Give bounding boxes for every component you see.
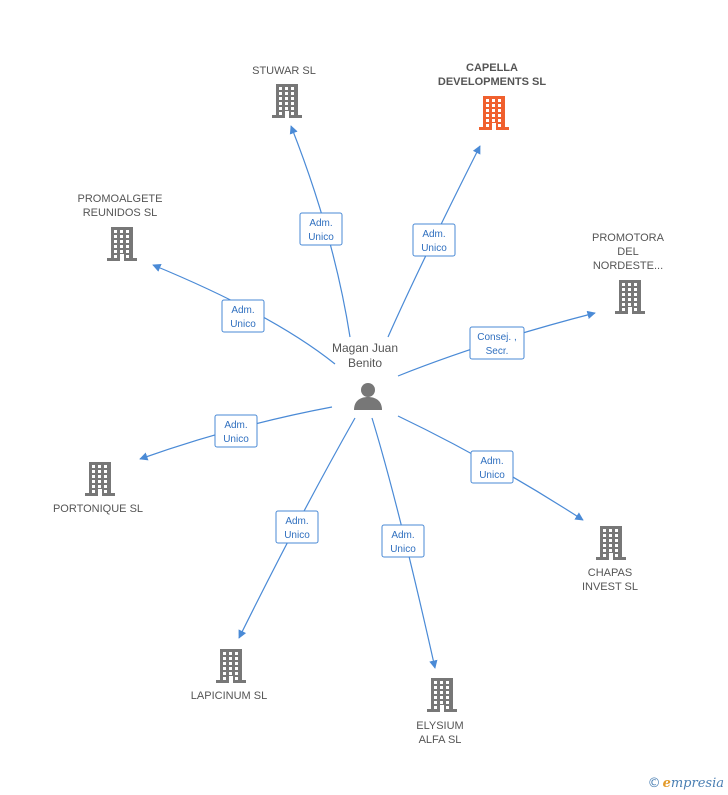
role-text-lapicinum-1: Unico bbox=[284, 530, 310, 541]
company-node-elysium[interactable]: ELYSIUM ALFA SL bbox=[416, 678, 464, 746]
building-icon-promoalgete bbox=[107, 227, 137, 261]
company-node-lapicinum[interactable]: LAPICINUM SL bbox=[191, 649, 267, 702]
role-text-portonique-0: Adm. bbox=[224, 420, 247, 431]
nodes-layer: STUWAR SL CAPELLA DEVELOPMENTS SL PROMOTORA… bbox=[53, 62, 665, 746]
company-label-portonique-0: PORTONIQUE SL bbox=[53, 503, 143, 515]
role-label-elysium[interactable]: Adm. Unico bbox=[381, 524, 425, 558]
building-icon-capella bbox=[479, 96, 509, 130]
role-text-stuwar-0: Adm. bbox=[309, 218, 332, 229]
role-text-capella-1: Unico bbox=[421, 243, 447, 254]
empresia-credit[interactable]: ©empresia bbox=[648, 776, 724, 791]
role-text-chapas-0: Adm. bbox=[480, 456, 503, 467]
role-text-capella-0: Adm. bbox=[422, 229, 445, 240]
role-label-promoalgete[interactable]: Adm. Unico bbox=[221, 299, 265, 333]
company-node-capella[interactable]: CAPELLA DEVELOPMENTS SL bbox=[438, 62, 546, 130]
company-node-stuwar[interactable]: STUWAR SL bbox=[252, 65, 316, 118]
company-node-promotora[interactable]: PROMOTORA DEL NORDESTE... bbox=[592, 232, 665, 314]
company-label-promoalgete-0: PROMOALGETE bbox=[78, 193, 163, 205]
company-label-promotora-1: DEL bbox=[617, 246, 638, 258]
role-text-promotora-0: Consej. , bbox=[477, 332, 516, 343]
company-label-promotora-0: PROMOTORA bbox=[592, 232, 665, 244]
building-icon-portonique bbox=[85, 462, 115, 496]
company-node-chapas[interactable]: CHAPAS INVEST SL bbox=[582, 526, 638, 593]
company-label-chapas-0: CHAPAS bbox=[588, 567, 632, 579]
building-icon-promotora bbox=[615, 280, 645, 314]
company-label-capella-0: CAPELLA bbox=[466, 62, 518, 74]
role-label-capella[interactable]: Adm. Unico bbox=[412, 223, 456, 257]
company-label-elysium-0: ELYSIUM bbox=[416, 720, 463, 732]
company-label-lapicinum-0: LAPICINUM SL bbox=[191, 690, 267, 702]
role-text-promoalgete-1: Unico bbox=[230, 319, 256, 330]
role-label-lapicinum[interactable]: Adm. Unico bbox=[275, 510, 319, 544]
role-label-portonique[interactable]: Adm. Unico bbox=[214, 414, 258, 448]
center-name-line-2: Benito bbox=[348, 356, 382, 370]
role-text-elysium-1: Unico bbox=[390, 544, 416, 555]
role-text-elysium-0: Adm. bbox=[391, 530, 414, 541]
role-text-portonique-1: Unico bbox=[223, 434, 249, 445]
role-text-chapas-1: Unico bbox=[479, 470, 505, 481]
company-label-promoalgete-1: REUNIDOS SL bbox=[83, 207, 158, 219]
building-icon-lapicinum bbox=[216, 649, 246, 683]
edge-elysium bbox=[371, 417, 438, 669]
company-node-portonique[interactable]: PORTONIQUE SL bbox=[53, 462, 143, 515]
company-label-elysium-1: ALFA SL bbox=[419, 734, 462, 746]
center-person-node[interactable]: Magan Juan Benito bbox=[332, 341, 398, 410]
building-icon-stuwar bbox=[272, 84, 302, 118]
building-icon-chapas bbox=[596, 526, 626, 560]
role-text-promotora-1: Secr. bbox=[486, 346, 509, 357]
role-text-promoalgete-0: Adm. bbox=[231, 305, 254, 316]
role-text-stuwar-1: Unico bbox=[308, 232, 334, 243]
brand-name: mpresia bbox=[670, 776, 724, 791]
company-label-stuwar-0: STUWAR SL bbox=[252, 65, 316, 77]
role-text-lapicinum-0: Adm. bbox=[285, 516, 308, 527]
center-name-line-1: Magan Juan bbox=[332, 341, 398, 355]
person-icon bbox=[354, 383, 382, 410]
role-label-chapas[interactable]: Adm. Unico bbox=[470, 450, 514, 484]
role-label-promotora[interactable]: Consej. , Secr. bbox=[469, 326, 525, 360]
brand-initial: e bbox=[662, 776, 671, 791]
company-label-chapas-1: INVEST SL bbox=[582, 581, 638, 593]
company-label-capella-1: DEVELOPMENTS SL bbox=[438, 76, 546, 88]
company-label-promotora-2: NORDESTE... bbox=[593, 260, 663, 272]
copyright-icon: © bbox=[647, 776, 661, 791]
role-label-stuwar[interactable]: Adm. Unico bbox=[299, 212, 343, 246]
building-icon-elysium bbox=[427, 678, 457, 712]
company-node-promoalgete[interactable]: PROMOALGETE REUNIDOS SL bbox=[78, 193, 163, 261]
